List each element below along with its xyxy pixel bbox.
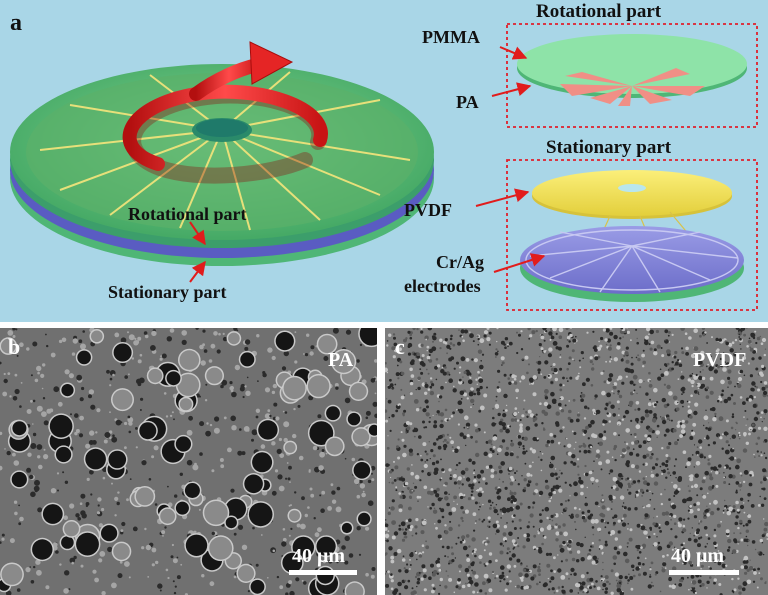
pa-sectors	[560, 68, 705, 106]
label-rotational-part: Rotational part	[128, 204, 247, 224]
label-crag-line1: Cr/Ag	[436, 252, 484, 272]
label-pvdf: PVDF	[404, 200, 452, 220]
arrow-pvdf	[475, 188, 530, 207]
scale-bar-c	[669, 570, 739, 575]
rotational-part-title: Rotational part	[536, 1, 662, 22]
panel-a-svg: a Rotational part Stationary part PMMA P…	[10, 1, 758, 311]
panel-a-schematic: a Rotational part Stationary part PMMA P…	[0, 0, 768, 322]
exploded-stationary-part	[520, 170, 744, 302]
center-hole-inner	[196, 119, 248, 137]
panel-letter-a: a	[10, 10, 22, 36]
arrow-pa	[491, 82, 532, 97]
exploded-rotational-part	[517, 34, 747, 106]
label-stationary-part: Stationary part	[108, 282, 227, 302]
stationary-part-box	[506, 159, 758, 311]
arrow-stationary-part	[189, 260, 206, 283]
sem-texture-pa	[0, 328, 377, 595]
scale-bar-b	[289, 570, 357, 575]
arrow-rotational-part	[189, 221, 206, 246]
arrow-crag	[493, 253, 546, 273]
label-pmma: PMMA	[422, 27, 480, 47]
panel-b-svg: b PA 40 μm	[0, 328, 377, 595]
panel-b-sem-pa: b PA 40 μm	[0, 328, 377, 595]
panel-c-sem-pvdf: c PVDF 40 μm	[385, 328, 768, 595]
material-label-pa: PA	[328, 349, 354, 371]
panel-letter-b: b	[8, 334, 20, 359]
stationary-part-title: Stationary part	[546, 137, 672, 158]
assembled-device	[10, 64, 434, 266]
label-pa: PA	[456, 92, 479, 112]
sem-texture-pvdf	[385, 328, 768, 595]
panel-c-svg: c PVDF 40 μm	[385, 328, 768, 595]
arrow-pmma	[499, 46, 528, 60]
rotational-disk-inner	[26, 73, 418, 231]
label-crag-line2: electrodes	[404, 276, 481, 296]
scale-bar-label-b: 40 μm	[292, 545, 345, 567]
scale-bar-label-c: 40 μm	[671, 545, 724, 567]
rotation-arrow	[122, 41, 328, 184]
panel-letter-c: c	[395, 334, 405, 359]
material-label-pvdf: PVDF	[693, 349, 746, 371]
rotational-part-box	[506, 23, 758, 128]
